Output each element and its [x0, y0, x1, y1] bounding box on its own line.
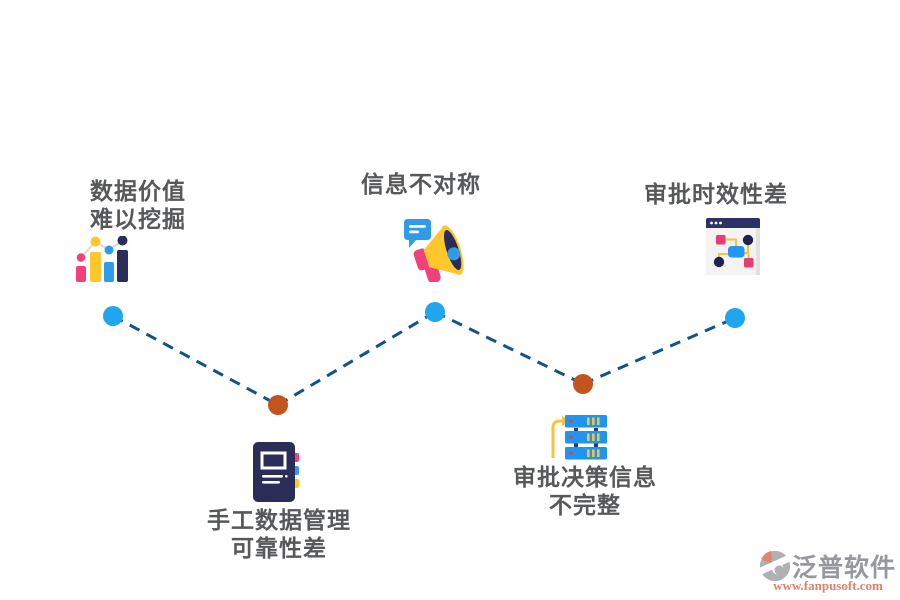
label-manual-data: 手工数据管理 可靠性差: [189, 507, 369, 563]
brand-logo: 泛普软件 www.fanpusoft.com: [758, 548, 898, 594]
path-dot: [268, 395, 288, 415]
fanpu-logo-icon: [758, 550, 792, 582]
label-line: 信息不对称: [361, 172, 481, 198]
label-approval-timeliness: 审批时效性差: [626, 181, 806, 209]
megaphone-icon: [404, 219, 464, 282]
label-line: 审批时效性差: [644, 182, 788, 208]
flowchart-window-icon: [706, 218, 760, 275]
server-unit: [565, 431, 607, 444]
brand-url: www.fanpusoft.com: [773, 578, 883, 593]
label-line: 数据价值: [90, 179, 186, 205]
path-dot: [573, 374, 593, 394]
megaphone-body: [413, 225, 464, 282]
label-info-asymmetry: 信息不对称: [331, 171, 511, 199]
notebook-icon: [253, 442, 299, 502]
label-line: 手工数据管理: [207, 508, 351, 534]
path-dot: [725, 308, 745, 328]
path-dot: [425, 302, 445, 322]
label-line: 难以挖掘: [90, 207, 186, 234]
dashed-segment: [434, 310, 584, 386]
server-icon: [551, 415, 607, 460]
label-data-value: 数据价值 难以挖掘: [48, 178, 228, 234]
speech-bubble: [404, 219, 431, 248]
bar-chart-icon: [76, 236, 128, 282]
server-unit: [565, 415, 607, 428]
label-approval-decision: 审批决策信息 不完整: [495, 464, 675, 520]
dashed-segment: [582, 316, 736, 386]
dashed-segment: [277, 310, 436, 407]
label-line: 可靠性差: [231, 536, 327, 563]
server-unit: [565, 447, 607, 460]
dashed-segment: [112, 314, 279, 407]
label-line: 不完整: [549, 493, 621, 520]
path-dot: [103, 306, 123, 326]
brand-name: 泛普软件: [792, 555, 897, 582]
label-line: 审批决策信息: [513, 465, 657, 491]
